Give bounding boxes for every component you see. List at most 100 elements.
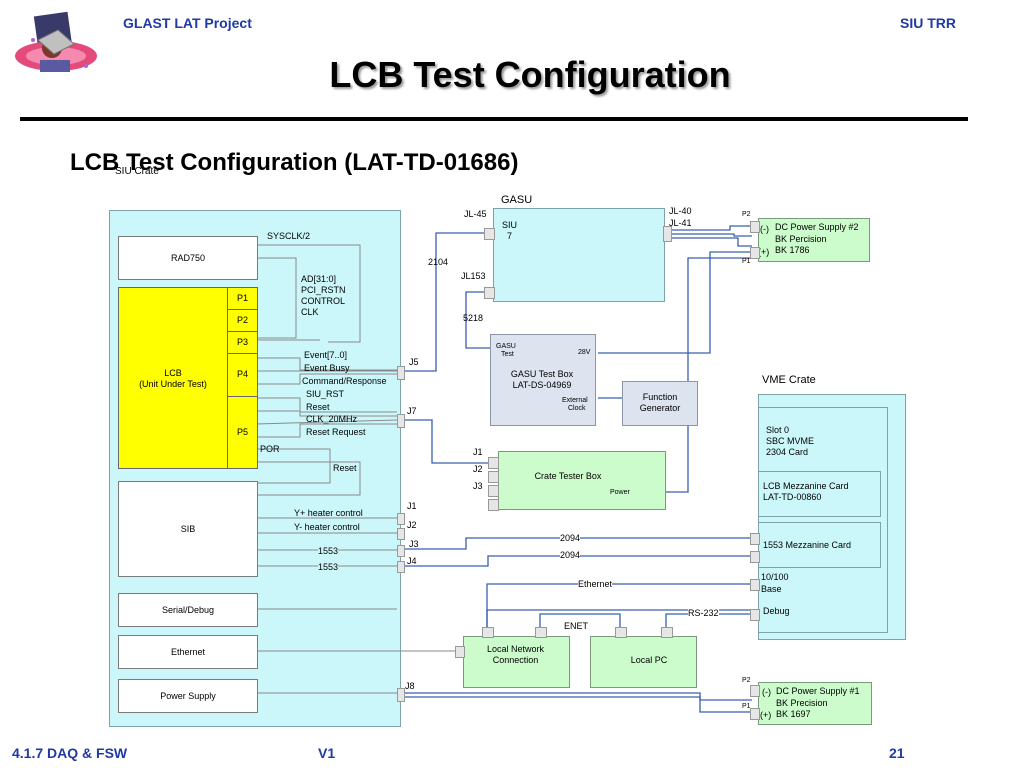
serial-debug-box: Serial/Debug <box>118 593 258 627</box>
j8-label: J8 <box>405 681 415 691</box>
bus-signal-ad: AD[31:0] <box>301 274 337 284</box>
ethernet-box: Ethernet <box>118 635 258 669</box>
rs232-label: RS-232 <box>688 608 719 619</box>
lcb-mezz-line2: LAT-TD-00860 <box>763 492 822 502</box>
signal-reset: Reset <box>306 402 330 412</box>
j2-label: J2 <box>407 520 417 530</box>
connector-jl40 <box>663 226 672 242</box>
vme-crate-label: VME Crate <box>762 374 816 386</box>
bus-signal-control: CONTROL <box>301 296 346 306</box>
base-line1: 10/100 <box>761 572 789 582</box>
voltage-28v: 28V <box>578 349 591 356</box>
dc2-terminal-plus <box>750 247 760 259</box>
local-network-1: Local Network <box>486 644 545 654</box>
local-pc-box <box>590 636 697 688</box>
lan-port-left <box>455 646 465 658</box>
crate-connector-j1 <box>488 457 499 469</box>
lcb-mezz-line1: LCB Mezzanine Card <box>763 481 849 491</box>
signal-reset-request: Reset Request <box>306 427 366 437</box>
connector-j1 <box>397 513 405 525</box>
function-generator-2: Generator <box>639 403 681 413</box>
crate-tester-label: Crate Tester Box <box>534 471 602 481</box>
power-supply-box: Power Supply <box>118 679 258 713</box>
j5-label: J5 <box>409 357 419 367</box>
j4-label: J4 <box>407 556 417 566</box>
j3-label: J3 <box>409 539 419 549</box>
slot0-line2: SBC MVME <box>766 436 815 446</box>
cable-5218: 5218 <box>463 313 484 323</box>
dc1-terminal-minus <box>750 685 760 697</box>
signal-clk20: CLK_20MHz <box>306 414 358 424</box>
cable-2094-a: 2094 <box>560 533 581 544</box>
connector-j4 <box>397 561 405 573</box>
jl41-label: JL-41 <box>669 218 692 228</box>
siu7-number: 7 <box>507 231 513 241</box>
function-generator-box <box>622 381 698 426</box>
enet-label: ENET <box>564 621 589 631</box>
page-subtitle: LCB Test Configuration (LAT-TD-01686) <box>70 149 519 176</box>
rad750-box: RAD750 <box>118 236 258 280</box>
dc1-p2: P2 <box>742 677 751 684</box>
vme-port-debug <box>750 609 760 621</box>
sib-box: SIB <box>118 481 258 577</box>
mezzanine-1553-card <box>758 522 881 568</box>
jl45-label: JL-45 <box>464 209 487 219</box>
dc2-terminal-minus <box>750 221 760 233</box>
bus-1553-b: 1553 <box>318 562 339 573</box>
cable-2104: 2104 <box>428 257 449 267</box>
gasu-test-box-doc: LAT-DS-04969 <box>512 380 572 390</box>
signal-event-busy: Event Busy <box>304 363 350 373</box>
crate-connector-j2 <box>488 471 499 483</box>
crate-j2-label: J2 <box>473 464 483 474</box>
dc1-terminal-plus <box>750 708 760 720</box>
function-generator-1: Function <box>642 392 678 402</box>
jl40-label: JL-40 <box>669 206 692 216</box>
dc2-name: DC Power Supply #2 <box>775 222 859 232</box>
review-name: SIU TRR <box>900 15 956 31</box>
dc2-line3: BK 1786 <box>775 245 810 255</box>
bus-signal-clk: CLK <box>301 307 319 317</box>
dc2-line2: BK Percision <box>775 234 827 244</box>
footer-version: V1 <box>318 745 336 761</box>
siu-crate-label: SIU Crate <box>115 166 159 177</box>
page-title: LCB Test Configuration <box>329 54 731 95</box>
j7-label: J7 <box>407 406 417 416</box>
slot0-card <box>758 407 888 633</box>
debug-label: Debug <box>763 606 790 616</box>
cable-2094-b: 2094 <box>560 550 581 561</box>
connector-j8 <box>397 688 405 702</box>
gasu-test-box <box>490 334 596 426</box>
dc2-p1: P1 <box>742 258 751 265</box>
dc2-minus: (-) <box>760 224 769 234</box>
sysclk-label: SYSCLK/2 <box>267 231 311 241</box>
vme-port-2094b <box>750 551 760 563</box>
crate-j1-label: J1 <box>473 447 483 457</box>
footer-section: 4.1.7 DAQ & FSW <box>12 745 128 761</box>
bus-signal-pci-rstn: PCI_RSTN <box>301 285 346 295</box>
connector-jl153 <box>484 287 495 299</box>
lcb-mezzanine-card <box>758 471 881 517</box>
connector-j2 <box>397 528 405 540</box>
signal-siu-rst: SIU_RST <box>306 389 345 399</box>
bus-1553-a: 1553 <box>318 546 339 557</box>
gasu-test-box-title: GASU Test Box <box>510 369 574 379</box>
dc1-name: DC Power Supply #1 <box>776 686 860 696</box>
siu7-label: SIU <box>502 220 518 230</box>
local-network-box <box>463 636 570 688</box>
dc-power-supply-1 <box>758 682 872 725</box>
lcb-label: LCB <box>164 368 182 378</box>
lcb-port-p1: P1 <box>227 287 258 310</box>
gasu-label: GASU <box>501 194 533 206</box>
title-rule <box>20 117 968 121</box>
crate-j3-label: J3 <box>473 481 483 491</box>
project-name: GLAST LAT Project <box>123 15 252 31</box>
slot0-line3: 2304 Card <box>766 447 809 457</box>
jl153-label: JL153 <box>461 271 486 281</box>
j1-label: J1 <box>407 501 417 511</box>
dc2-p2: P2 <box>742 211 751 218</box>
connector-j5 <box>397 366 405 380</box>
crate-tester-power: Power <box>610 489 630 496</box>
ethernet-line-label: Ethernet <box>578 579 613 590</box>
gasu-test-small-1: GASU <box>496 343 516 350</box>
